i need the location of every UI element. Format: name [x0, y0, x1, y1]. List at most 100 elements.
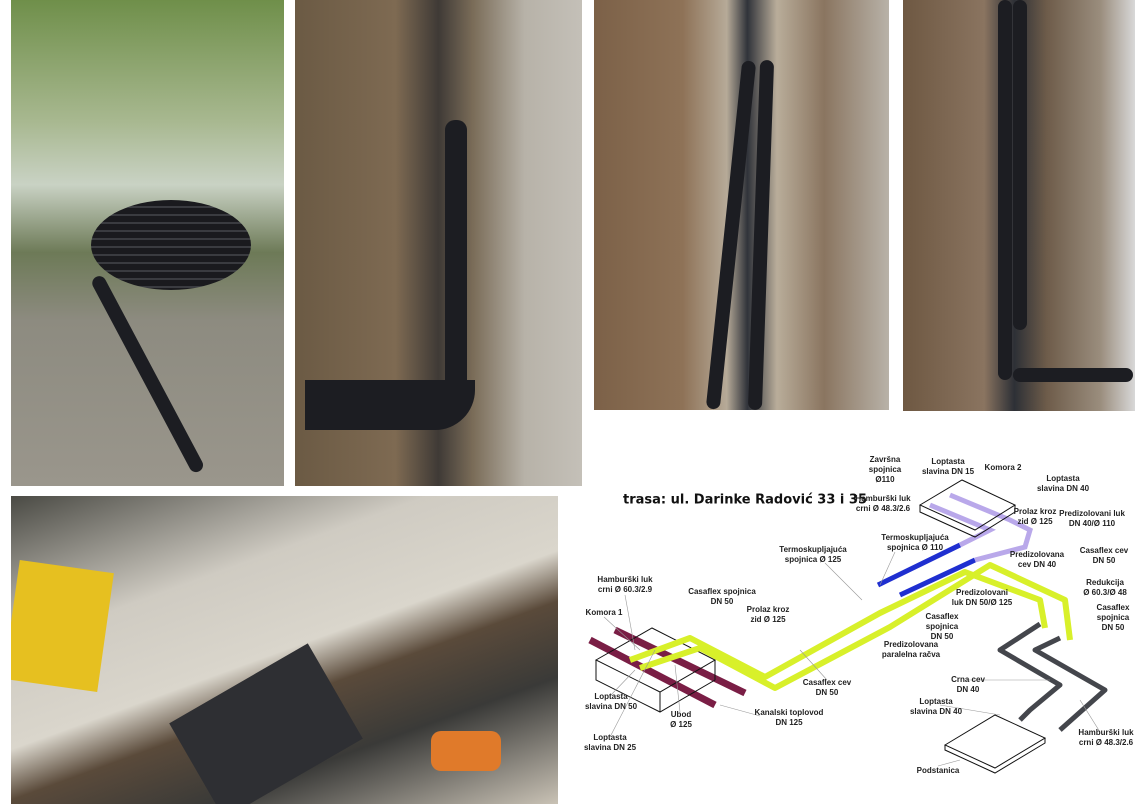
diagram-label-line: spojnica [1096, 613, 1130, 622]
diagram-label-line: Ubod [670, 710, 692, 719]
diagram-label: Podstanica [917, 766, 960, 776]
diagram-label-line: spojnica Ø 125 [784, 555, 842, 564]
diagram-label-line: Casaflex spojnica [688, 587, 756, 596]
diagram-label-line: slavina DN 40 [909, 707, 963, 716]
pipe [1013, 368, 1133, 382]
photo-pipes-in-trench [295, 0, 582, 486]
diagram-label-line: spojnica Ø 110 [886, 543, 944, 552]
diagram-label-line: Casaflex [925, 612, 959, 621]
diagram-label-line: Loptasta [931, 457, 965, 466]
diagram-label-line: Ø110 [875, 475, 895, 484]
glove [431, 731, 501, 771]
diagram-label-line: Loptasta [919, 697, 953, 706]
crna-cev-pipes [997, 621, 1108, 732]
photo-tools-at-work-site [11, 496, 558, 804]
diagram-label-line: Redukcija [1086, 578, 1124, 587]
casaflex-pipe-1 [628, 569, 1048, 680]
predizolovana-pipe-2 [898, 557, 977, 598]
kanalski-pipe-1 [588, 636, 717, 709]
diagram-label: Komora 2 [985, 463, 1022, 473]
diagram-label-line: Casaflex cev [1079, 546, 1129, 555]
pipe-coil [91, 200, 251, 290]
diagram-label-line: DN 50 [930, 632, 954, 641]
photo-trench-with-two-pipes [594, 0, 889, 410]
diagram-label-line: DN 50 [1092, 556, 1116, 565]
diagram-title: trasa: ul. Darinke Radović 33 i 35 [622, 492, 868, 508]
diagram-label-line: Casaflex cev [802, 678, 852, 687]
diagram-label-line: Komora 1 [585, 608, 623, 617]
diagram-label-line: slavina DN 25 [583, 743, 637, 752]
diagram-label-line: DN 40/Ø 110 [1068, 519, 1116, 528]
crna-pipe-1 [997, 621, 1063, 722]
diagram-label-line: Predizolovana [883, 640, 939, 649]
diagram-label-line: Casaflex [1096, 603, 1130, 612]
photo-pipe-connection-in-trench [903, 0, 1135, 411]
casaflex-pipe-2 [639, 562, 1073, 691]
diagram-label-line: Hamburški luk [597, 575, 653, 584]
pipe [1013, 0, 1027, 330]
diagram-label-line: Predizolovana [1009, 550, 1065, 559]
diagram-label-line: Ø 125 [670, 720, 692, 729]
diagram-label-line: Crna cev [951, 675, 985, 684]
diagram-label-line: Predizolovani [955, 588, 1009, 597]
predizolovana-pipe-1 [876, 542, 962, 588]
photo-worker-unrolling-pipe-coil [11, 0, 284, 486]
pipe [998, 0, 1012, 380]
crna-pipe-2 [1032, 635, 1108, 732]
diagram-label-line: DN 50 [710, 597, 734, 606]
diagram-label-line: crni Ø 48.3/2.6 [855, 504, 911, 513]
diagram-label-line: Prolaz kroz [1013, 507, 1057, 516]
diagram-label-line: DN 50 [1101, 623, 1125, 632]
leader-lines [603, 551, 1101, 767]
diagram-label-line: Loptasta [1046, 474, 1080, 483]
diagram-label-line: zid Ø 125 [750, 615, 786, 624]
diagram-label-line: DN 125 [775, 718, 803, 727]
diagram-label-line: DN 40 [956, 685, 980, 694]
diagram-label-line: Hamburški luk [855, 494, 911, 503]
diagram-label-line: slavina DN 50 [584, 702, 638, 711]
diagram-label-line: slavina DN 40 [1036, 484, 1090, 493]
predizolovana-pipes [876, 542, 977, 598]
pipe [305, 380, 475, 430]
diagram-label-line: Loptasta [593, 733, 627, 742]
diagram-label-line: Ø 60.3/Ø 48 [1083, 588, 1127, 597]
diagram-label-line: spojnica [868, 465, 902, 474]
diagram-label-line: Komora 2 [984, 463, 1022, 472]
diagram-label-line: slavina DN 15 [921, 467, 975, 476]
diagram-label-line: paralelna račva [881, 650, 941, 659]
diagram-label: Komora 1 [586, 608, 623, 618]
casaflex-pipes [628, 562, 1073, 691]
diagram-label-line: Hamburški luk [1078, 728, 1134, 737]
komora-2-pipes [929, 492, 1033, 563]
diagram-label-line: crni Ø 60.3/2.9 [597, 585, 653, 594]
podstanica-box [943, 714, 1047, 774]
diagram-label-line: Termoskupljajuća [779, 545, 847, 554]
diagram-label-line: spojnica [925, 622, 959, 631]
diagram-label-line: crni Ø 48.3/2.6 [1078, 738, 1134, 747]
diagram-label-line: Kanalski toplovod [754, 708, 824, 717]
diagram-label-line: zid Ø 125 [1017, 517, 1053, 526]
